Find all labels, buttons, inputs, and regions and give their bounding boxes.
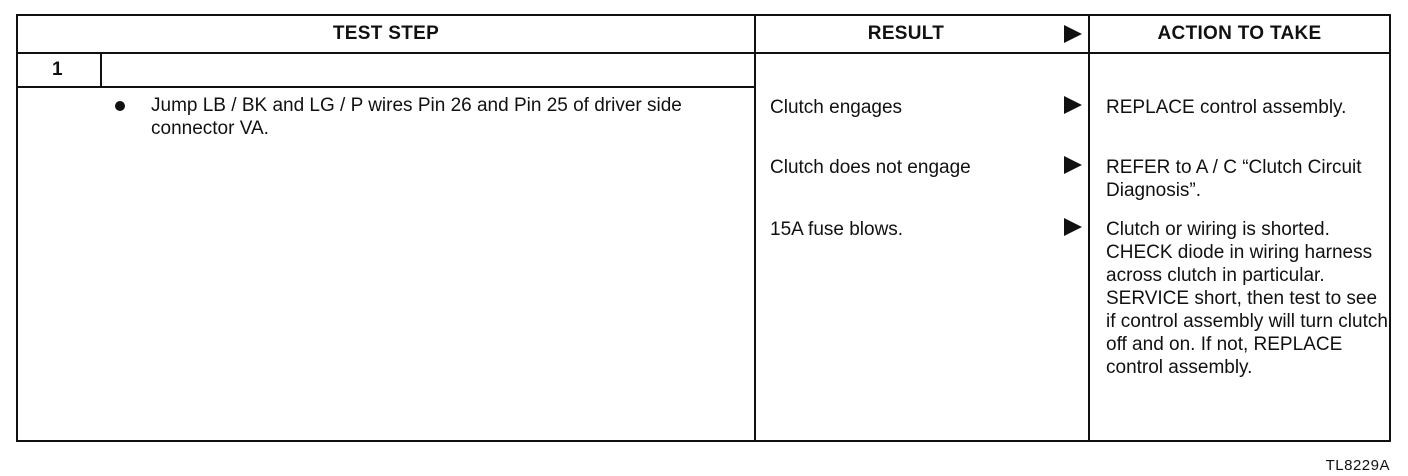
step-number-divider <box>18 86 754 88</box>
header-action: ACTION TO TAKE <box>1157 23 1322 44</box>
figure-id: TL8229A <box>1325 457 1390 474</box>
bullet-icon <box>115 101 125 111</box>
column-divider-result-action <box>1088 16 1090 440</box>
step-number-box-divider <box>100 52 102 86</box>
header-divider <box>18 52 1389 54</box>
result-text: 15A fuse blows. <box>770 219 904 240</box>
result-text: Clutch engages <box>770 97 903 118</box>
action-text: REFER to A / C “Clutch Circuit Diagnosis… <box>1106 157 1362 201</box>
step-instruction: Jump LB / BK and LG / P wires Pin 26 and… <box>151 95 682 139</box>
step-number: 1 <box>52 59 63 80</box>
result-arrow-icon <box>1064 96 1082 114</box>
diagnostic-table: TEST STEP RESULT ACTION TO TAKE 1 Jump L… <box>16 14 1391 442</box>
result-arrow-icon <box>1064 156 1082 174</box>
header-test-step: TEST STEP <box>332 23 440 44</box>
header-result: RESULT <box>867 23 945 44</box>
action-text: REPLACE control assembly. <box>1106 97 1347 118</box>
column-divider-step-result <box>754 16 756 440</box>
action-text: Clutch or wiring is shorted. CHECK diode… <box>1106 219 1388 378</box>
result-arrow-icon <box>1064 218 1082 236</box>
result-text: Clutch does not engage <box>770 157 971 178</box>
header-arrow-icon <box>1064 25 1082 43</box>
